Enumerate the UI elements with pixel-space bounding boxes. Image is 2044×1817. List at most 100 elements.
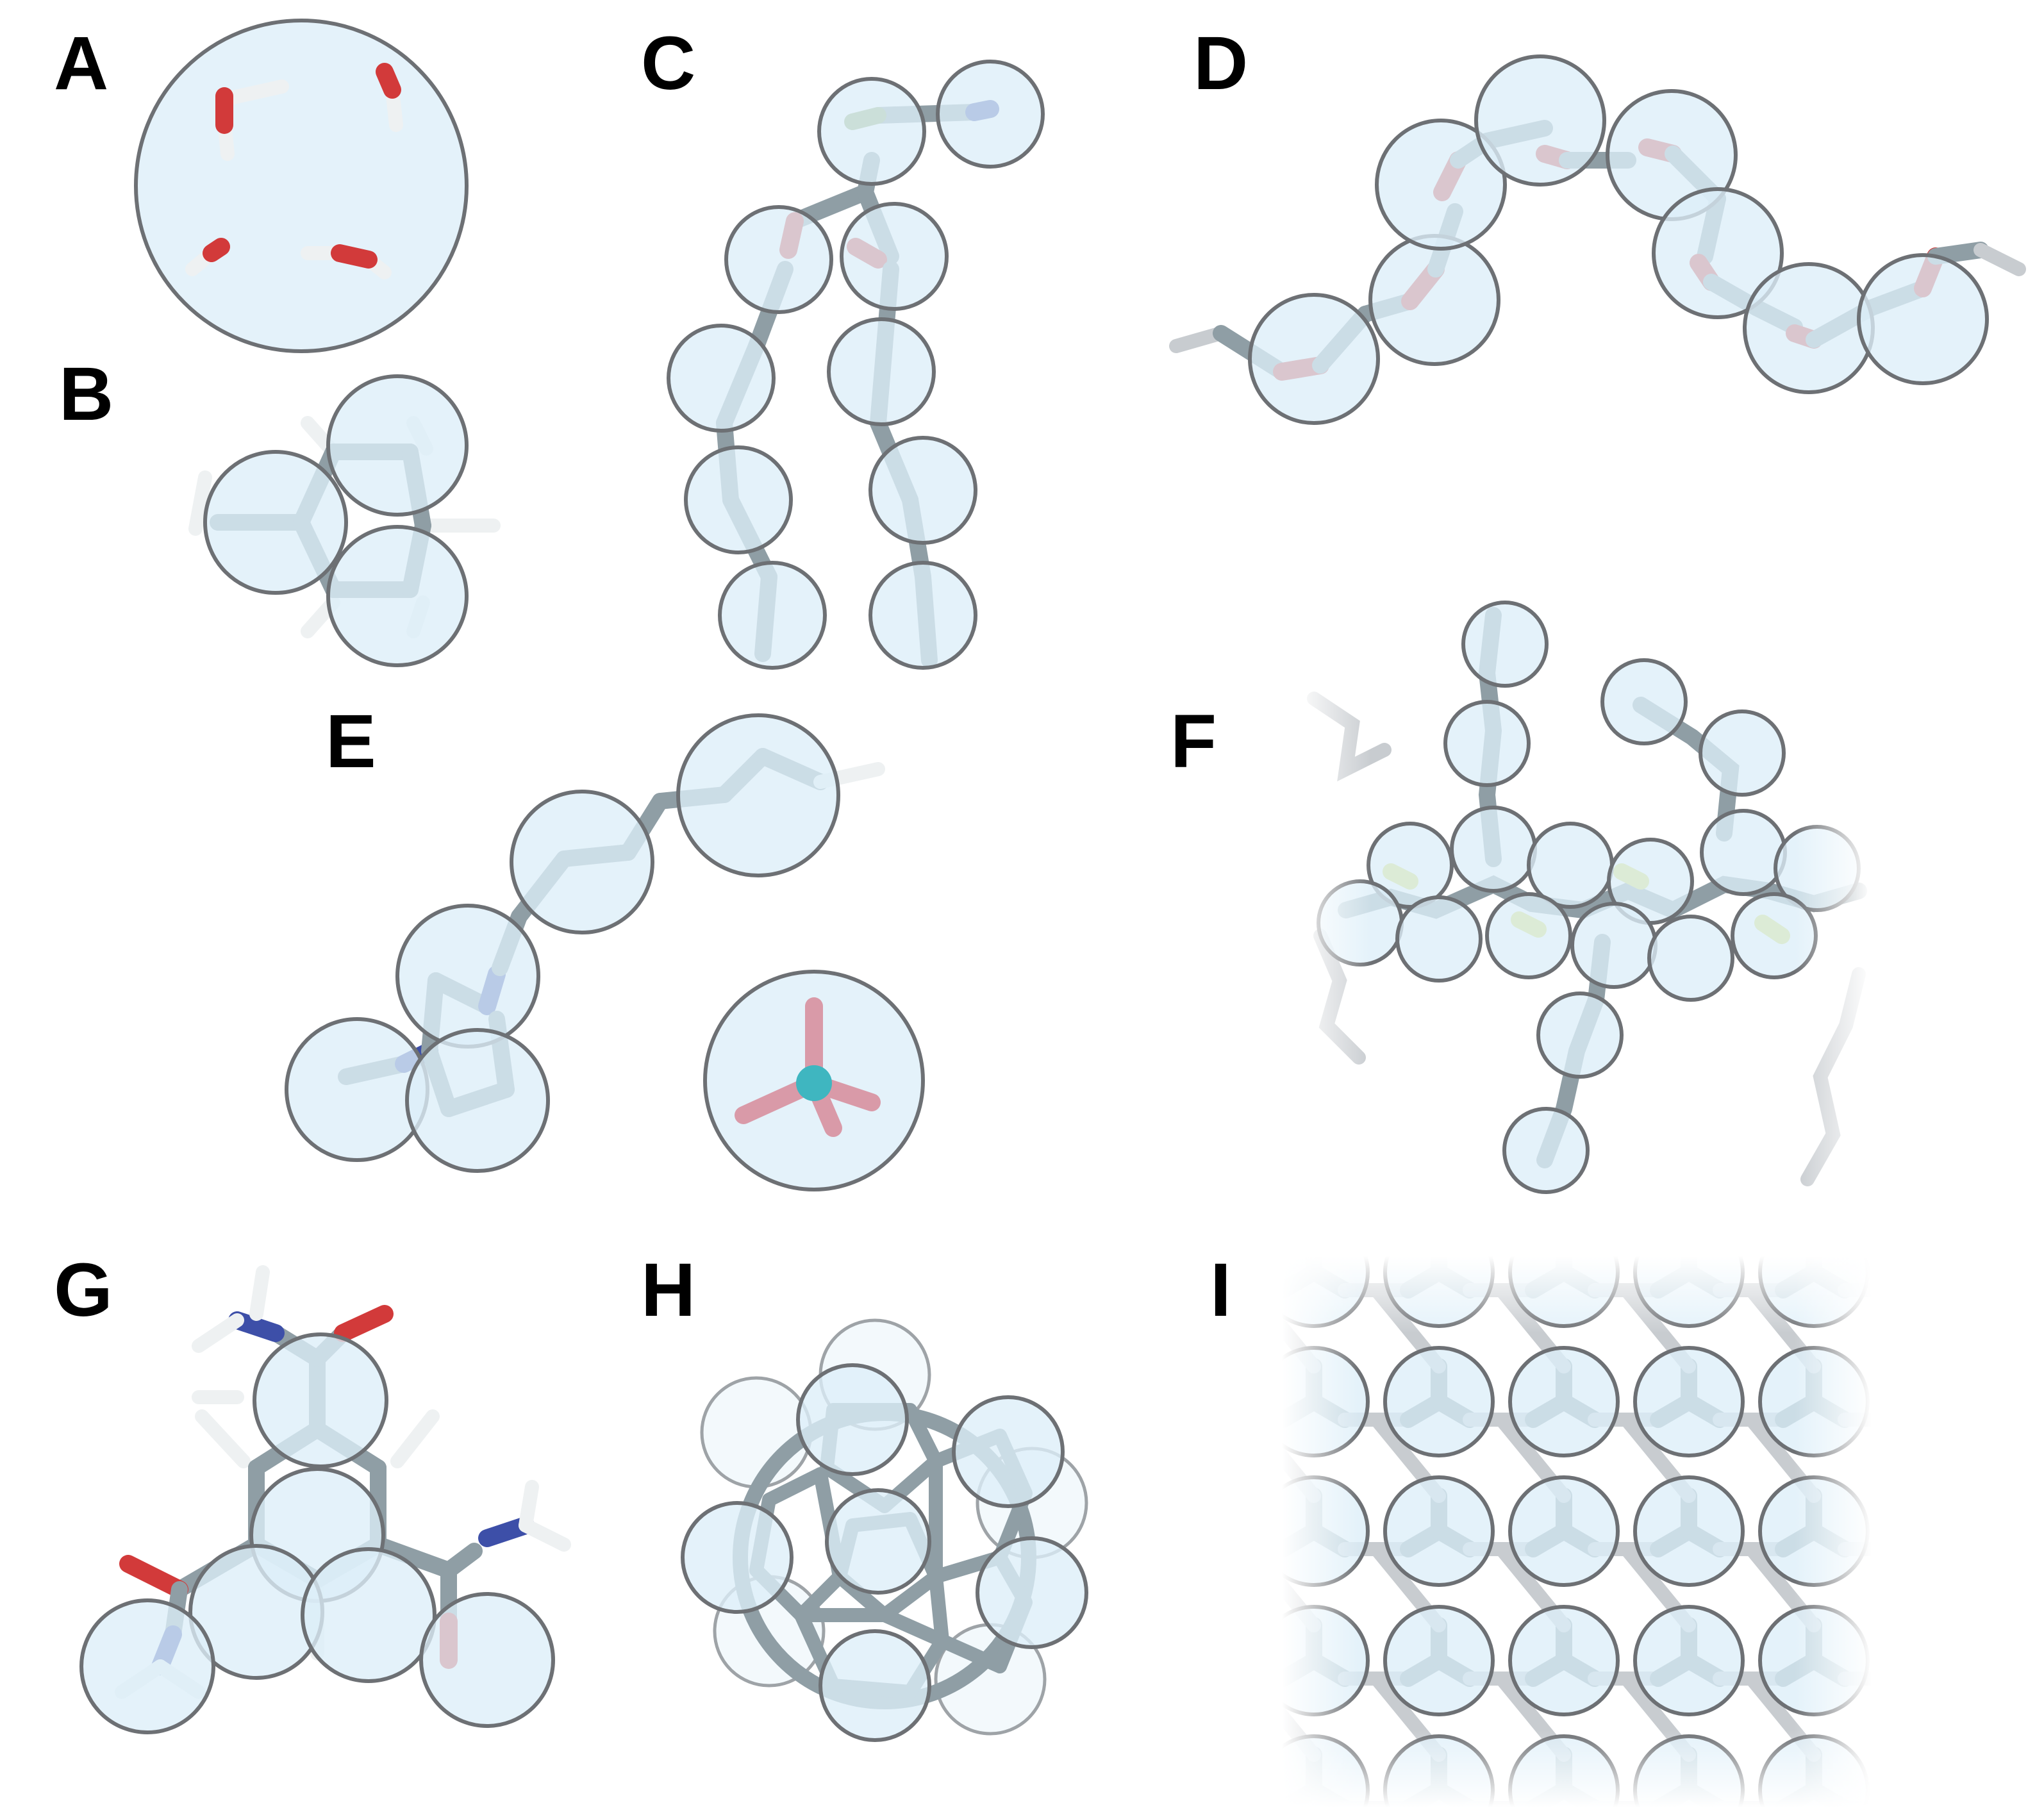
bead-d-1: [1248, 293, 1380, 425]
bead-c-tail1-2: [684, 445, 793, 554]
bead-i-5: [1885, 1218, 1993, 1326]
bead-b-1: [203, 450, 348, 595]
bead-h-front-5: [976, 1536, 1088, 1649]
panel-e-ionic-liquid: [285, 713, 925, 1191]
bead-d-8: [1857, 253, 1989, 385]
bead-h-front-1: [796, 1363, 909, 1476]
graphene-bond: [1869, 1544, 1872, 1555]
bead-g-carbonyl-right: [419, 1592, 555, 1728]
bead-c-tail1-3: [718, 561, 827, 670]
panel-label-a: A: [54, 21, 109, 106]
bead-f-side-1b: [1443, 700, 1531, 787]
water-molecule-3: [185, 238, 230, 276]
panel-a-water: [134, 19, 469, 353]
bead-b-3: [326, 525, 469, 667]
graphene-bond: [1869, 1415, 1872, 1425]
panel-b-molecule: [188, 374, 501, 667]
bead-c-phosphate: [817, 77, 926, 186]
panel-d-polymer: [1169, 54, 2026, 425]
bead-f-side-1a: [1461, 601, 1549, 688]
bead-f-side-1c: [1450, 806, 1537, 893]
bead-f-side-2b: [1699, 709, 1786, 797]
bf4-anion: [703, 970, 925, 1191]
bead-d-3: [1375, 119, 1507, 251]
bead-i-20: [1508, 1605, 1620, 1716]
panel-label-f: F: [1170, 699, 1217, 784]
bead-c-glycerol-2: [840, 202, 949, 311]
water-molecule-4: [301, 244, 392, 279]
panel-i-graphene: [1282, 1161, 1993, 1817]
bead-f-side-3b: [1502, 1107, 1590, 1194]
panel-h-fullerene: [681, 1318, 1088, 1742]
bead-f-ring-3b: [1570, 902, 1658, 989]
bead-i-9: [1633, 1346, 1745, 1457]
bead-b-2: [326, 374, 469, 517]
panel-label-c: C: [641, 21, 696, 106]
bead-d-2: [1368, 234, 1500, 366]
panel-f-polythiophene: [1295, 564, 1872, 1218]
bead-i-15: [1633, 1475, 1745, 1587]
bead-i-17: [1885, 1477, 1993, 1585]
graphene-bond: [1939, 1402, 1970, 1420]
panel-label-b: B: [59, 352, 114, 436]
panel-g-btA: [79, 1265, 571, 1734]
graphene-bond: [1939, 1661, 1970, 1679]
bead-h-front-6: [818, 1629, 931, 1742]
panel-c-lipid: [667, 60, 1045, 670]
graphene-bond: [1869, 1673, 1872, 1684]
bead-g-carbonyl-left: [79, 1598, 215, 1734]
bead-a: [134, 19, 469, 353]
bead-f-ring-3c: [1647, 915, 1734, 1002]
panel-label-i: I: [1210, 1248, 1231, 1332]
bead-c-glycerol-1: [724, 205, 833, 314]
graphene-bond: [1908, 1790, 1939, 1808]
bead-c-choline: [936, 60, 1045, 169]
bead-e-chain-1: [510, 790, 654, 934]
water-molecule-2: [376, 63, 403, 132]
graphene-bond: [1627, 1161, 1690, 1237]
bead-c-tail1-1: [667, 324, 776, 433]
water-molecule-1: [215, 79, 289, 161]
graphene-bond: [1869, 1285, 1872, 1296]
graphene-bond: [1377, 1161, 1440, 1237]
bead-i-11: [1885, 1348, 1993, 1456]
graphene-bond: [1939, 1272, 1970, 1290]
bead-i-14: [1508, 1475, 1620, 1587]
bead-i-21: [1633, 1605, 1745, 1716]
bead-e-chain-2: [676, 713, 840, 877]
bead-h-front-2: [952, 1395, 1065, 1508]
bead-i-23: [1885, 1607, 1993, 1714]
bead-h-front-4: [825, 1488, 931, 1595]
panel-label-d: D: [1193, 21, 1249, 106]
bead-i-13: [1383, 1475, 1495, 1587]
graphene-bond: [1939, 1531, 1970, 1549]
bead-i-29: [1885, 1736, 1993, 1817]
bead-f-ring-1c: [1395, 895, 1483, 983]
panel-label-h: H: [641, 1248, 696, 1332]
bead-g-carbonyl-top: [253, 1332, 388, 1468]
bead-d-4: [1474, 54, 1606, 187]
bead-h-back-1: [700, 1376, 813, 1489]
bead-i-8: [1508, 1346, 1620, 1457]
graphene-bond: [1908, 1272, 1939, 1290]
bead-h-front-3: [681, 1501, 794, 1614]
bead-c-tail2-1: [827, 317, 936, 426]
bead-f-side-3a: [1536, 991, 1624, 1079]
bead-f-side-2c: [1700, 809, 1787, 896]
graphene-bond: [1877, 1161, 1940, 1237]
bead-e-ring-2: [405, 1028, 550, 1173]
panel-label-e: E: [326, 699, 376, 784]
bead-d-7: [1743, 262, 1875, 394]
bead-e-ring-1: [395, 904, 540, 1049]
graphene-bond: [1939, 1790, 1970, 1808]
bead-d-6: [1652, 187, 1784, 319]
bead-i-19: [1383, 1605, 1495, 1716]
bead-c-tail2-3: [868, 561, 977, 670]
bead-f-side-2a: [1600, 658, 1688, 745]
bead-f-ring-2b: [1485, 892, 1572, 979]
panel-label-g: G: [54, 1248, 113, 1332]
graphene-bond: [1908, 1531, 1939, 1549]
bead-c-tail2-2: [868, 436, 977, 545]
bead-i-7: [1383, 1346, 1495, 1457]
